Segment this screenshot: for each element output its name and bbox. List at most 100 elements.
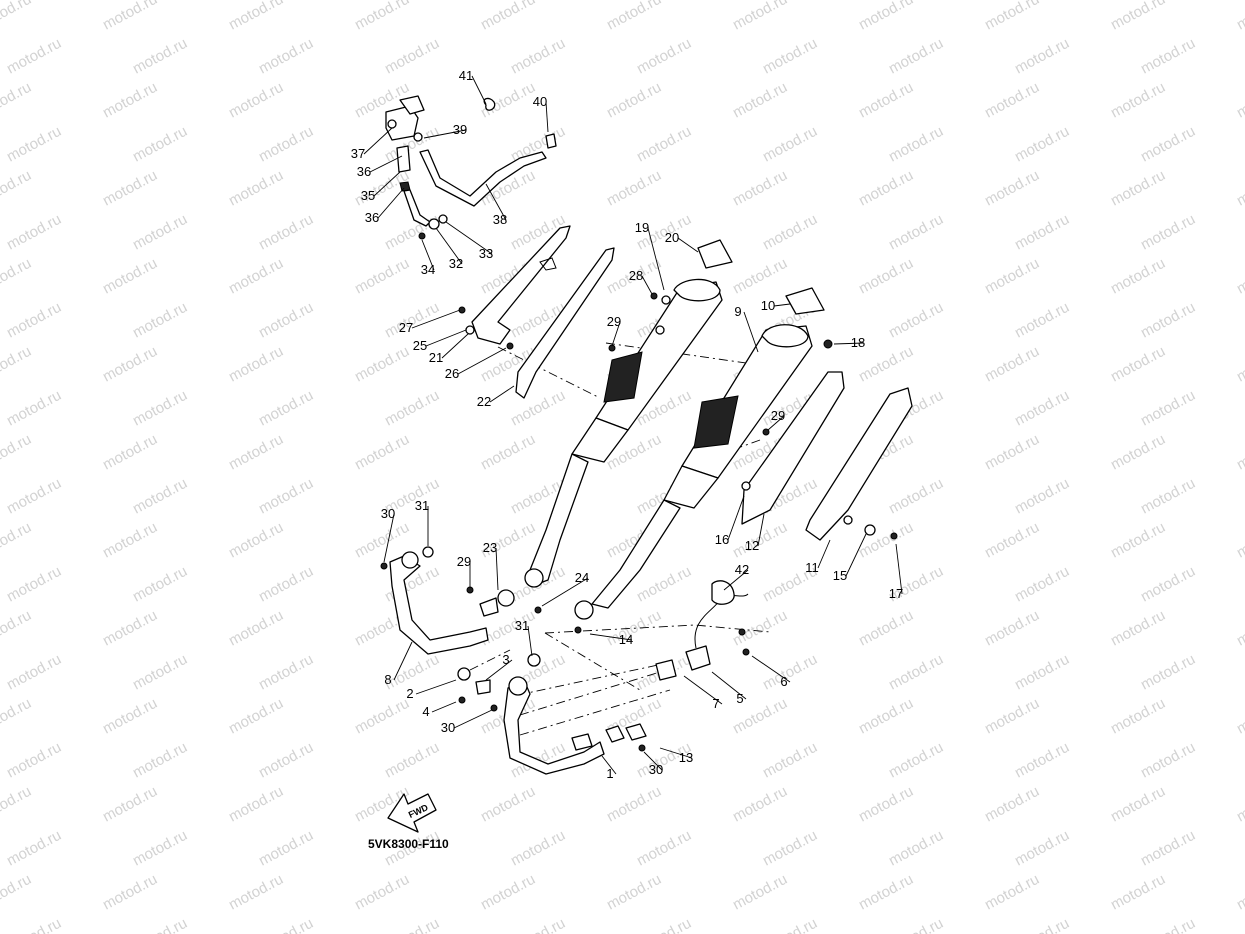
watermark-text: motod.ru: [730, 871, 790, 914]
watermark-text: motod.ru: [1138, 211, 1198, 254]
watermark-text: motod.ru: [508, 827, 568, 870]
watermark-text: motod.ru: [1108, 871, 1168, 914]
watermark-text: motod.ru: [1012, 387, 1072, 430]
watermark-text: motod.ru: [1012, 299, 1072, 342]
watermark-text: motod.ru: [1234, 783, 1245, 826]
watermark-text: motod.ru: [856, 167, 916, 210]
watermark-text: motod.ru: [604, 79, 664, 122]
watermark-text: motod.ru: [982, 0, 1042, 34]
watermark-text: motod.ru: [352, 0, 412, 34]
watermark-text: motod.ru: [982, 255, 1042, 298]
callout-c16: 16: [715, 532, 729, 547]
watermark-text: motod.ru: [886, 211, 946, 254]
watermark-text: motod.ru: [4, 739, 64, 782]
watermark-text: motod.ru: [1108, 431, 1168, 474]
callout-c42: 42: [735, 562, 749, 577]
watermark-text: motod.ru: [730, 255, 790, 298]
watermark-text: motod.ru: [730, 607, 790, 650]
leader-line-c14: [589, 633, 633, 641]
leader-line-c16: [727, 495, 745, 541]
watermark-text: motod.ru: [0, 871, 34, 914]
callout-c6: 6: [780, 674, 787, 689]
watermark-text: motod.ru: [226, 255, 286, 298]
callout-c36a: 36: [357, 164, 371, 179]
watermark-text: motod.ru: [130, 211, 190, 254]
watermark-text: motod.ru: [130, 915, 190, 934]
watermark-text: motod.ru: [1012, 475, 1072, 518]
leader-line-c27: [411, 309, 461, 329]
leader-line-c29b: [767, 415, 785, 431]
watermark-text: motod.ru: [1138, 739, 1198, 782]
watermark-text: motod.ru: [382, 211, 442, 254]
watermark-text: motod.ru: [634, 563, 694, 606]
callout-c7: 7: [712, 696, 719, 711]
watermark-text: motod.ru: [100, 871, 160, 914]
leader-line-c12: [757, 513, 765, 547]
watermark-text: motod.ru: [760, 211, 820, 254]
watermark-text: motod.ru: [1108, 0, 1168, 34]
watermark-text: motod.ru: [226, 167, 286, 210]
callout-c12: 12: [745, 538, 759, 553]
watermark-text: motod.ru: [604, 167, 664, 210]
leader-line-c30b: [453, 709, 493, 729]
leader-line-c41: [471, 75, 487, 105]
watermark-text: motod.ru: [634, 35, 694, 78]
watermark-text: motod.ru: [130, 651, 190, 694]
leader-line-c4: [431, 701, 457, 713]
callout-c10: 10: [761, 298, 775, 313]
watermark-text: motod.ru: [886, 299, 946, 342]
watermark-text: motod.ru: [256, 299, 316, 342]
watermark-text: motod.ru: [1138, 387, 1198, 430]
leader-line-c6: [751, 655, 791, 683]
callout-c36b: 36: [365, 210, 379, 225]
watermark-text: motod.ru: [352, 871, 412, 914]
callout-c21: 21: [429, 350, 443, 365]
watermark-text: motod.ru: [4, 915, 64, 934]
watermark-text: motod.ru: [1234, 431, 1245, 474]
watermark-text: motod.ru: [886, 739, 946, 782]
leader-line-c9: [743, 311, 759, 353]
callout-c15: 15: [833, 568, 847, 583]
callout-c37: 37: [351, 146, 365, 161]
watermark-text: motod.ru: [382, 915, 442, 934]
watermark-text: motod.ru: [100, 431, 160, 474]
watermark-text: motod.ru: [856, 0, 916, 34]
leader-line-c34: [421, 239, 435, 271]
callout-c27: 27: [399, 320, 413, 335]
watermark-text: motod.ru: [1012, 563, 1072, 606]
leader-line-c17: [895, 543, 903, 595]
watermark-text: motod.ru: [352, 343, 412, 386]
watermark-text: motod.ru: [1108, 343, 1168, 386]
watermark-text: motod.ru: [1234, 871, 1245, 914]
watermark-text: motod.ru: [100, 519, 160, 562]
callout-c17: 17: [889, 586, 903, 601]
watermark-text: motod.ru: [1138, 651, 1198, 694]
watermark-text: motod.ru: [1234, 0, 1245, 34]
watermark-text: motod.ru: [130, 123, 190, 166]
watermark-text: motod.ru: [478, 783, 538, 826]
watermark-text: motod.ru: [1012, 211, 1072, 254]
muffler-left: [524, 239, 733, 588]
watermark-text: motod.ru: [886, 651, 946, 694]
leader-line-c20: [677, 237, 699, 253]
watermark-text: motod.ru: [1108, 167, 1168, 210]
callout-c19: 19: [635, 220, 649, 235]
callout-c18: 18: [851, 335, 865, 350]
watermark-text: motod.ru: [100, 783, 160, 826]
watermark-text: motod.ru: [100, 607, 160, 650]
watermark-text: motod.ru: [982, 343, 1042, 386]
leader-line-c8: [393, 641, 413, 681]
watermark-text: motod.ru: [1012, 651, 1072, 694]
callout-c2: 2: [406, 686, 413, 701]
leader-lines: [363, 75, 903, 775]
watermark-text: motod.ru: [1138, 35, 1198, 78]
watermark-text: motod.ru: [226, 695, 286, 738]
callout-c13: 13: [679, 750, 693, 765]
watermark-text: motod.ru: [982, 871, 1042, 914]
leader-line-c7: [683, 675, 723, 705]
watermark-text: motod.ru: [1012, 35, 1072, 78]
watermark-text: motod.ru: [634, 123, 694, 166]
watermark-text: motod.ru: [760, 35, 820, 78]
watermark-text: motod.ru: [256, 475, 316, 518]
watermark-text: motod.ru: [760, 827, 820, 870]
